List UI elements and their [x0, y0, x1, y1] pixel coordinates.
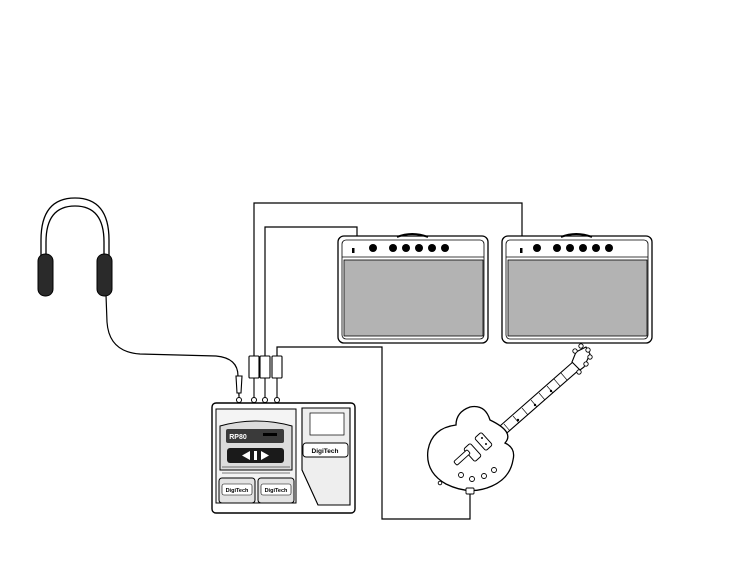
headphone-left-cup	[38, 254, 53, 296]
pedal-arrow-buttons	[227, 448, 284, 463]
pedal-footswitch-left: DigiTech	[219, 478, 255, 503]
svg-text:DigiTech: DigiTech	[226, 488, 249, 494]
headphone-right-cup	[97, 254, 112, 296]
headphones	[38, 198, 112, 296]
pedal-brand-label: DigiTech	[312, 448, 339, 455]
amp-right-grille	[508, 260, 647, 336]
svg-text:DigiTech: DigiTech	[265, 488, 288, 494]
cable-plugs	[236, 356, 282, 399]
amplifier-left	[338, 234, 488, 343]
electric-guitar	[428, 344, 593, 494]
headphone-band	[41, 198, 109, 262]
multi-effects-pedal: DigiTech RP80 DigiTech DigiTech	[212, 403, 355, 513]
amplifier-right	[502, 234, 652, 343]
amp-left-grille	[344, 260, 483, 336]
pedal-footswitch-right: DigiTech	[258, 478, 294, 503]
pedal-model-label: RP80	[229, 434, 247, 441]
headphone-cable	[106, 295, 239, 396]
